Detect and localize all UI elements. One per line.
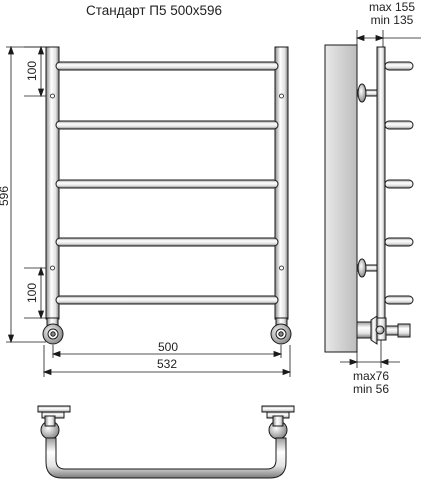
rung: [55, 295, 279, 305]
u-bend-rung: [45, 437, 287, 479]
wall-distance-dimension: [355, 30, 421, 47]
left-connector: [42, 317, 64, 345]
center-distance-label: 500: [158, 340, 178, 354]
valve-connector: [356, 315, 411, 345]
wall-max-label: max 155: [369, 0, 415, 14]
pipe-min-label: min 56: [353, 382, 389, 396]
mount-hole-icon: [50, 93, 55, 99]
right-flange: [261, 405, 295, 440]
side-view: max 155 min 135: [324, 0, 421, 396]
rung: [55, 179, 279, 189]
right-connector: [270, 317, 292, 345]
wall-min-label: min 135: [371, 13, 414, 27]
drawing-title: Стандарт П5 500х596: [86, 3, 222, 18]
rung: [55, 61, 279, 71]
rung: [55, 237, 279, 247]
bottom-offset-label: 100: [25, 283, 39, 303]
rung: [55, 120, 279, 130]
pipe-distance-dimension: [340, 340, 400, 368]
total-width-dimension: [42, 345, 292, 377]
mount-hole-icon: [50, 265, 55, 271]
top-view: [37, 405, 295, 479]
side-post: [376, 46, 386, 320]
total-width-label: 532: [157, 357, 177, 371]
wall: [324, 44, 358, 353]
left-flange: [37, 405, 71, 440]
rung-stubs: [384, 61, 414, 305]
rungs: [55, 61, 279, 305]
front-view: 596 100 100: [0, 45, 292, 377]
center-distance-dimension: [51, 345, 283, 358]
mount-hole-icon: [279, 93, 284, 99]
height-label: 596: [0, 186, 11, 206]
top-offset-label: 100: [25, 61, 39, 81]
mount-hole-icon: [279, 265, 284, 271]
pipe-max-label: max76: [353, 369, 389, 383]
lower-bracket: [356, 258, 378, 278]
upper-bracket: [356, 83, 378, 103]
